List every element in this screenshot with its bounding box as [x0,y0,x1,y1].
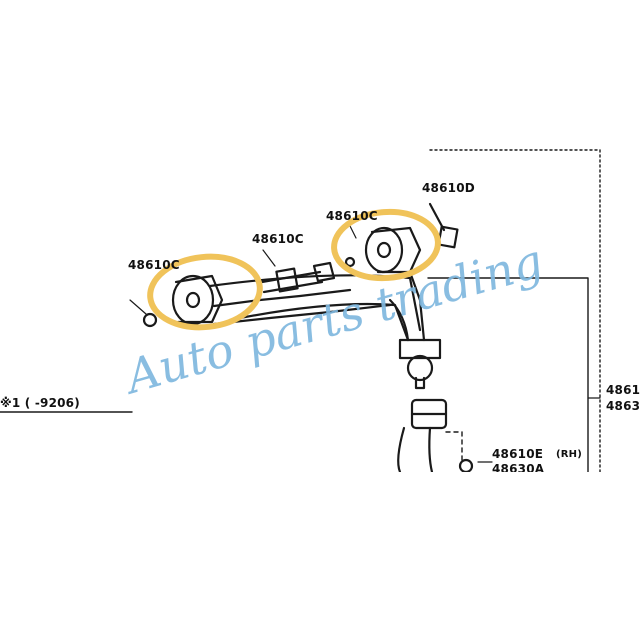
label-48610c-right: 48610C [326,209,378,223]
label-right-col-2: 4863 [606,399,640,413]
label-48610c-middle: 48610C [252,232,304,246]
label-48610e: 48610E [492,447,544,461]
blank-area [0,472,640,640]
highlight-right-bushing [331,208,441,282]
label-48610d: 48610D [422,181,475,195]
label-48610e-note: (RH) [556,449,583,460]
label-model-note: ※1 ( -9206) [0,396,80,410]
label-48610c-left: 48610C [128,258,180,272]
label-right-col-1: 4861 [606,383,640,397]
highlight-left-bushing [147,253,263,331]
